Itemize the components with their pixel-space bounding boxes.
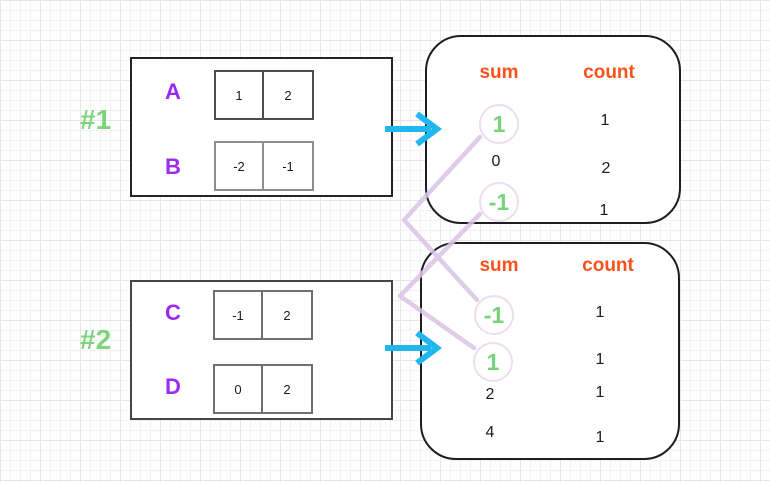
sum-column-header: sum [479,62,519,83]
array-b-cells: -2 -1 [214,141,314,191]
array-c-cells: -1 2 [213,290,313,340]
count-value: 1 [600,112,610,129]
example-2-label: #2 [80,324,112,355]
array-d-cell-1: 2 [263,364,313,414]
example-1-label: #1 [80,104,112,135]
array-b-cell-0: -2 [214,141,264,191]
count-value: 1 [595,351,605,368]
sum-column-header: sum [479,255,519,276]
array-c-cell-0: -1 [213,290,263,340]
example-1-sum-table: sum count 1 1 0 2 -1 1 [425,35,681,224]
sum-value: -1 [474,295,514,335]
sum-value: -1 [479,182,519,222]
sum-value: 2 [485,386,495,403]
example-1-arrays-box: A 1 2 B -2 -1 [130,57,393,197]
sum-value: 1 [473,342,513,382]
array-a-cell-0: 1 [214,70,264,120]
array-name-b: B [165,154,181,179]
count-value: 1 [595,304,605,321]
array-d-cell-0: 0 [213,364,263,414]
count-value: 2 [601,160,611,177]
array-d-cells: 0 2 [213,364,313,414]
sum-value: 1 [479,104,519,144]
array-b-cell-1: -1 [264,141,314,191]
array-c-cell-1: 2 [263,290,313,340]
example-2-sum-table: sum count -1 1 1 1 2 1 4 1 [420,242,680,460]
count-column-header: count [582,255,634,276]
array-name-a: A [165,79,181,104]
count-value: 1 [595,429,605,446]
array-a-cells: 1 2 [214,70,314,120]
sum-value: 0 [491,153,501,170]
count-value: 1 [599,202,609,219]
example-2-arrays-box: C -1 2 D 0 2 [130,280,393,420]
count-value: 1 [595,384,605,401]
array-a-cell-1: 2 [264,70,314,120]
count-column-header: count [583,62,635,83]
sum-value: 4 [485,424,495,441]
array-name-c: C [165,300,181,325]
array-name-d: D [165,374,181,399]
